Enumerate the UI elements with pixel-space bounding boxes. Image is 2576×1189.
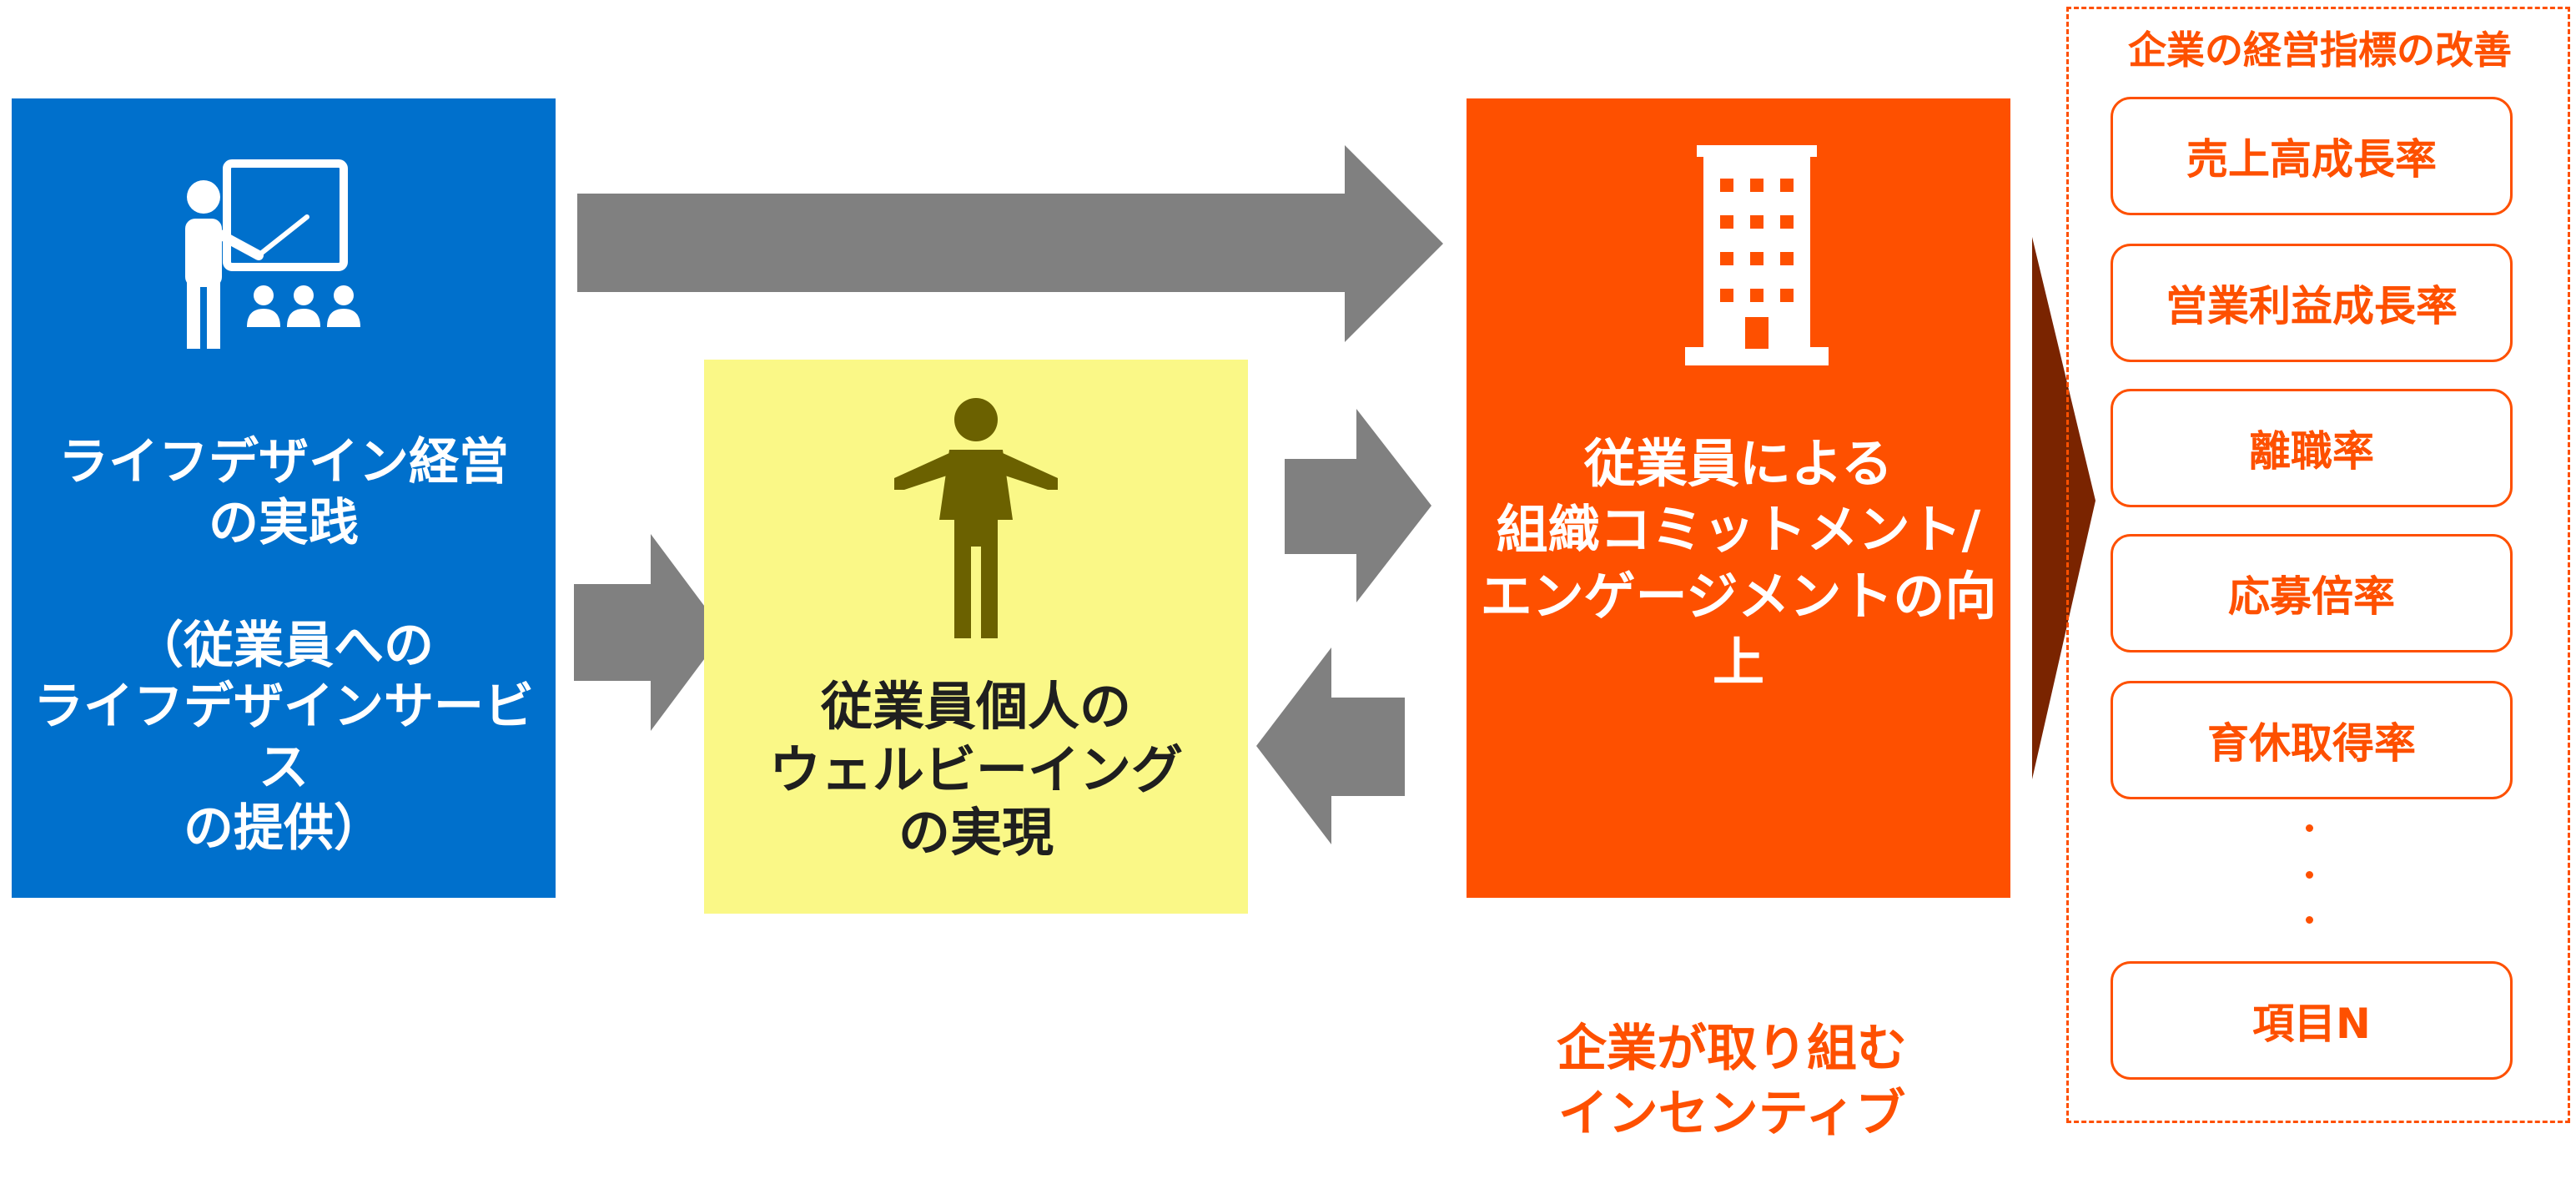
arrow-commitment-to-wellbeing <box>1256 647 1405 844</box>
kpi-item: 育休取得率 <box>2111 681 2513 799</box>
arrow-practice-to-commitment <box>577 145 1443 342</box>
arrow-wellbeing-to-commitment <box>1285 409 1431 602</box>
kpi-item: 項目N <box>2111 961 2513 1080</box>
ellipsis-dot <box>2306 916 2313 924</box>
kpi-item: 離職率 <box>2111 389 2513 507</box>
life-design-practice-text: ライフデザイン経営 の実践 （従業員への ライフデザインサービス の提供） <box>33 433 534 859</box>
arrow-practice-to-wellbeing <box>574 534 724 731</box>
life-design-practice-box: ライフデザイン経営 の実践 （従業員への ライフデザインサービス の提供） <box>12 98 556 898</box>
ellipsis-dot <box>2306 824 2313 832</box>
incentive-label: 企業が取り組む インセンティブ <box>1557 1020 1907 1143</box>
person-icon <box>894 398 1058 638</box>
wellbeing-text: 従業員個人の ウェルビーイング の実現 <box>768 676 1183 864</box>
wellbeing-box: 従業員個人の ウェルビーイング の実現 <box>704 360 1248 914</box>
kpi-item: 営業利益成長率 <box>2111 244 2513 362</box>
kpi-panel <box>2066 7 2570 1123</box>
office-building-icon <box>1685 145 1829 365</box>
teacher-presentation-icon <box>185 159 360 349</box>
ellipsis-dot <box>2306 871 2313 879</box>
commitment-text: 従業員による 組織コミットメント/ エンゲージメントの向上 <box>1480 433 1997 693</box>
kpi-item: 応募倍率 <box>2111 534 2513 652</box>
commitment-box: 従業員による 組織コミットメント/ エンゲージメントの向上 <box>1467 98 2010 898</box>
kpi-item: 売上高成長率 <box>2111 97 2513 215</box>
kpi-panel-title: 企業の経営指標の改善 <box>2128 28 2512 73</box>
chevron-to-kpi <box>2032 237 2096 779</box>
